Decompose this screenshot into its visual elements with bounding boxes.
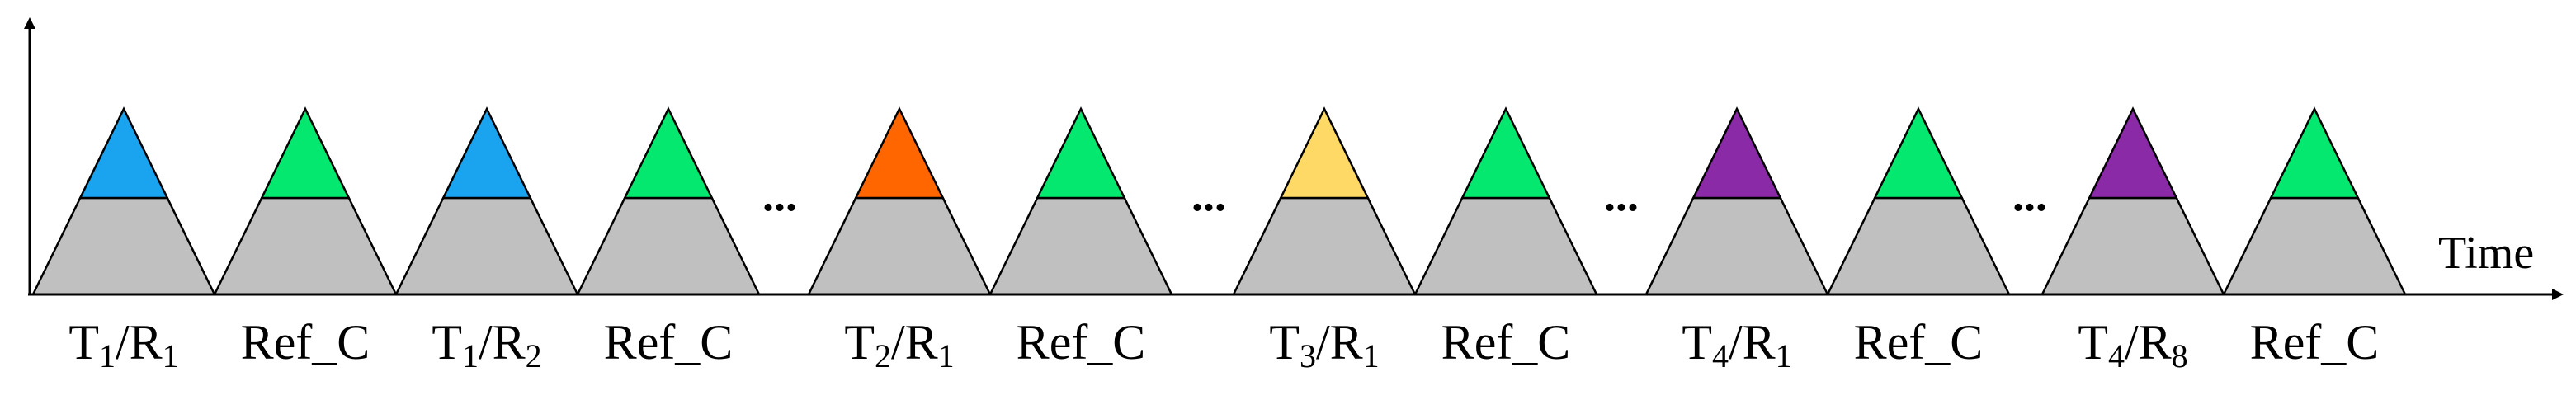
labels-layer: T1/R1 Ref_C T1/R2 Ref_C T2/R1 Ref_C T3/R1 Ref_C… [68,315,2379,374]
pulse-label: T4/R1 [1682,315,1791,374]
ref-label: Ref_C [1854,315,1984,369]
pulse-tip-green [1036,106,1126,200]
pulse-base [2221,196,2408,296]
ellipsis: ... [1191,170,1226,221]
pulse-base [1644,196,1830,296]
pulse-tip-orange [854,106,945,200]
ref-label: Ref_C [2250,315,2380,369]
pulse-label: T3/R1 [1269,315,1379,374]
ellipsis: ... [2012,170,2047,221]
pulse-label: T2/R1 [844,315,954,374]
pulse-base [1825,196,2012,296]
pulse-label: T1/R2 [432,315,541,374]
pulse-base [988,196,1174,296]
pulse-triangle [1644,106,1830,296]
pulse-triangle [1413,106,1599,296]
pulse-base [394,196,580,296]
ref-label: Ref_C [604,315,734,369]
pulse-base [806,196,993,296]
pulse-tip-blue [441,106,532,200]
pulse-tip-green [260,106,351,200]
pulse-triangle [806,106,993,296]
pulse-base [2040,196,2226,296]
pulse-base [1413,196,1599,296]
pulse-tip-green [1873,106,1964,200]
pulse-triangle [1825,106,2012,296]
pulse-triangle [988,106,1174,296]
pulse-tip-green [1460,106,1551,200]
ref-label: Ref_C [1017,315,1146,369]
time-axis-label: Time [2438,228,2534,279]
pulse-label: T4/R8 [2078,315,2187,374]
pulses-layer: ............ [31,106,2408,296]
pulse-base [31,196,217,296]
pulse-base [575,196,762,296]
pulse-tip-purple [2088,106,2178,200]
pulse-tip-green [623,106,714,200]
ref-label: Ref_C [1441,315,1571,369]
pulse-triangle [1231,106,1418,296]
pulse-triangle [394,106,580,296]
pulse-tip-purple [1691,106,1782,200]
pulse-triangle [575,106,762,296]
pulse-base [1231,196,1418,296]
pulse-tip-yellow [1279,106,1370,200]
pulse-tip-green [2269,106,2360,200]
pulse-triangle [2040,106,2226,296]
pulse-base [212,196,399,296]
pulse-triangle [31,106,217,296]
pulse-tip-blue [78,106,169,200]
pulse-triangle [212,106,399,296]
pulse-label: T1/R1 [68,315,178,374]
ellipsis: ... [1604,170,1639,221]
pulse-triangle [2221,106,2408,296]
ellipsis: ... [762,170,797,221]
ref-label: Ref_C [241,315,370,369]
